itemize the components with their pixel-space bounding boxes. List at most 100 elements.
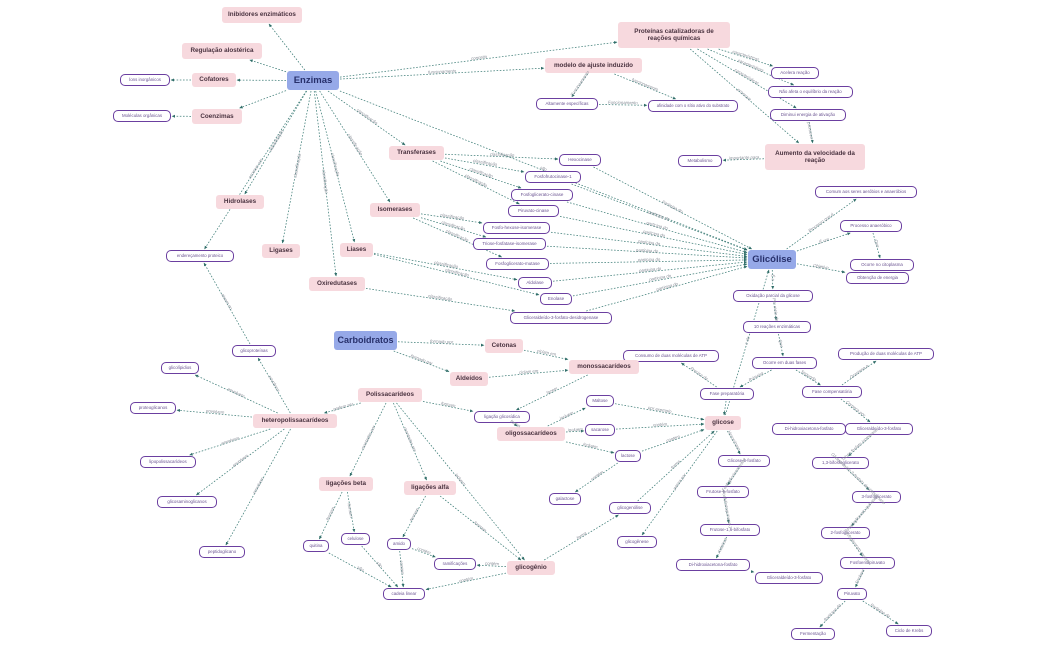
map-node-monossacarideos[interactable]: monossacarídeos <box>569 360 639 374</box>
map-node-g3pdh[interactable]: Gliceraldeído-3-fosfato-desidrogenase <box>510 312 612 324</box>
map-node-peptidoglicano[interactable]: peptidoglicano <box>199 546 245 558</box>
map-node-maltose[interactable]: Maltose <box>586 395 614 407</box>
map-node-glicoproteinas[interactable]: glicoproteínas <box>232 345 276 357</box>
map-node-heteropolissacarideos[interactable]: heteropolissacarídeos <box>253 414 337 428</box>
map-node-consumoatp[interactable]: Consumo de duas moléculas de ATP <box>623 350 719 362</box>
map-node-proteinas[interactable]: Proteínas catalizadoras de reações quími… <box>618 22 730 48</box>
edge-label: classificação <box>441 219 467 232</box>
edge-piruvato-to-krebs <box>862 600 899 625</box>
map-node-glicosaminoglicanos[interactable]: glicosaminoglicanos <box>157 496 217 508</box>
map-node-cadeialinear[interactable]: cadeia linear <box>383 588 425 600</box>
map-node-fasepreparatoria[interactable]: Fase preparatória <box>700 388 754 400</box>
map-node-pgk[interactable]: Fosfoglicerato-cinase <box>511 189 573 201</box>
map-node-lipopolissacarideos[interactable]: lipopolissacarídeos <box>140 456 196 468</box>
map-node-glicogenio[interactable]: glicogênio <box>507 561 555 575</box>
map-node-citoplasma[interactable]: Ocorre no citoplasma <box>850 259 914 271</box>
map-node-oligossacarideos[interactable]: oligossacarídeos <box>497 427 565 441</box>
map-node-pg3[interactable]: 3-fosfoglicerato <box>852 491 901 503</box>
map-node-coenzimas[interactable]: Coenzimas <box>192 109 242 124</box>
map-node-fosfohexose[interactable]: Fosfo-hexose-isomerase <box>483 222 550 234</box>
map-node-dhap1[interactable]: Di-hidroxiacetona-fosfato <box>676 559 750 571</box>
map-node-aldeidos[interactable]: Aldeídos <box>450 372 488 386</box>
map-node-altamente[interactable]: Altamente específicas <box>536 98 598 110</box>
edge-label: forma <box>575 530 588 541</box>
map-node-moleculas[interactable]: Moléculas orgânicas <box>113 110 171 122</box>
map-node-afinidade[interactable]: afinidade com o sítio ativo do substrato <box>648 100 738 112</box>
map-node-modelo[interactable]: modelo de ajuste induzido <box>545 58 642 73</box>
map-node-regulacao[interactable]: Regulação alostérica <box>182 43 262 59</box>
map-node-inibidores[interactable]: Inibidores enzimáticos <box>222 7 302 23</box>
map-node-liases[interactable]: Liases <box>340 243 373 257</box>
map-node-glicose[interactable]: glicose <box>705 416 741 430</box>
edge-label: classificação <box>428 293 454 302</box>
map-node-amido[interactable]: amido <box>387 538 411 550</box>
map-node-triosefosfatase[interactable]: Triose-fosfatase-isomerase <box>473 238 546 250</box>
map-node-ligacaoglicosidica[interactable]: ligação glicosídica <box>474 411 530 423</box>
map-node-glicogenolise[interactable]: glicogenólise <box>609 502 651 514</box>
map-node-pgmutase[interactable]: Fosfoglicerato-mutase <box>486 258 549 270</box>
map-node-oxiredutases[interactable]: Oxiredutases <box>309 277 365 291</box>
map-node-pfk1[interactable]: Fosfofrutocinase-1 <box>525 171 581 183</box>
edge-label: Ocasiona a <box>848 362 870 380</box>
map-node-bpg[interactable]: 1,3-bifosfoglicerato <box>812 457 869 469</box>
map-node-pg2[interactable]: 2-fosfoglicerato <box>821 527 870 539</box>
map-node-krebs[interactable]: Ciclo de Krebs <box>886 625 932 637</box>
map-node-metabolismo[interactable]: Metabolismo <box>678 155 722 167</box>
map-node-dezreacoes[interactable]: 10 reações enzimáticas <box>743 321 811 333</box>
map-node-piruvato[interactable]: Piruvato <box>837 588 867 600</box>
map-node-pep[interactable]: Fosfoenolpiruvato <box>840 557 895 569</box>
edge-ligacoesbeta-to-celulose <box>347 491 356 533</box>
map-node-glicogenese[interactable]: glicogênese <box>617 536 657 548</box>
map-node-obtencao[interactable]: Obtenção de energia <box>846 272 909 284</box>
edge-label: fazem <box>545 385 559 396</box>
map-node-hexocinase[interactable]: Hexocinase <box>559 154 601 166</box>
edge-polissacarideos-to-heteropolissacarideos <box>323 402 361 414</box>
map-node-lactose[interactable]: lactose <box>615 450 641 462</box>
map-node-cofatores[interactable]: Cofatores <box>192 73 236 87</box>
map-node-proteoglicanos[interactable]: proteoglicanos <box>130 402 176 414</box>
map-node-enolase[interactable]: Enolase <box>540 293 572 305</box>
map-node-celulose[interactable]: celulose <box>341 533 370 545</box>
map-node-diminui[interactable]: Diminui energia de ativação <box>770 109 846 121</box>
map-node-ligacoesalfa[interactable]: ligações alfa <box>404 481 456 495</box>
map-node-ions[interactable]: Íons inorgânicos <box>120 74 170 86</box>
map-node-piruvatocinase[interactable]: Piruvato-cinase <box>508 205 559 217</box>
edge-g6p-to-f6p <box>727 467 740 486</box>
map-node-enzimas[interactable]: Enzimas <box>287 71 339 90</box>
map-node-cetonas[interactable]: Cetonas <box>485 339 523 353</box>
map-node-g6p[interactable]: Glicose-6-fosfato <box>718 455 770 467</box>
map-node-galactose[interactable]: galactose <box>549 493 581 505</box>
map-node-ramificacoes[interactable]: ramificações <box>434 558 476 570</box>
map-node-producaoatp[interactable]: Produção de duas moléculas de ATP <box>838 348 934 360</box>
map-node-carboidratos[interactable]: Carboidratos <box>334 331 397 350</box>
map-node-oxidacao[interactable]: Oxidação parcial da glicose <box>733 290 813 302</box>
map-node-glicolise[interactable]: Glicólise <box>748 250 796 269</box>
map-node-aldolase[interactable]: Aldolase <box>518 277 552 289</box>
map-node-anaerobico[interactable]: Processo anaeróbico <box>840 220 902 232</box>
map-node-gliceraldeido2[interactable]: Gliceraldeído-3-fosfato <box>845 423 913 435</box>
map-node-gliceraldeido1[interactable]: Gliceraldeído-3-fosfato <box>755 572 823 584</box>
map-node-quitina[interactable]: quitina <box>303 540 329 552</box>
map-node-sacarose[interactable]: sacarose <box>585 424 615 436</box>
map-node-ligacoesbeta[interactable]: ligações beta <box>319 477 373 491</box>
map-node-transferases[interactable]: Transferases <box>389 146 444 160</box>
map-node-fermentacao[interactable]: Fermentação <box>791 628 835 640</box>
map-node-dhap2[interactable]: Di-hidroxiacetona-fosfato <box>772 423 846 435</box>
edge-oligossacarideos-to-sacarose <box>565 429 585 433</box>
map-node-ligases[interactable]: Ligases <box>262 244 300 258</box>
map-node-glicolipidios[interactable]: glicolípidios <box>161 362 199 374</box>
map-node-f6p[interactable]: Frutose-6-fosfato <box>697 486 749 498</box>
edge-label: Primeira <box>747 370 764 383</box>
map-node-hidrolases[interactable]: Hidrolases <box>216 195 264 209</box>
map-node-endereco[interactable]: endereçamento proteico <box>166 250 234 262</box>
map-node-acelera[interactable]: Acelera reação <box>771 67 819 79</box>
map-node-aumento[interactable]: Aumento da velocidade da reação <box>765 144 865 170</box>
map-node-naoafeta[interactable]: Não afeta o equilíbrio da reação <box>768 86 853 98</box>
map-node-comum[interactable]: Comum aos seres aeróbios e anaeróbios <box>815 186 917 198</box>
map-node-fasecompensatoria[interactable]: Fase compensatória <box>802 386 862 398</box>
map-node-isomerases[interactable]: Isomerases <box>370 203 420 217</box>
map-node-f16bp[interactable]: Frutose-1,6-bifosfato <box>700 524 760 536</box>
map-node-polissacarideos[interactable]: Polissacarídeos <box>358 388 422 402</box>
map-node-duasfases[interactable]: Ocorre em duas fases <box>752 357 817 369</box>
edge-label: Objetivo <box>812 262 830 270</box>
